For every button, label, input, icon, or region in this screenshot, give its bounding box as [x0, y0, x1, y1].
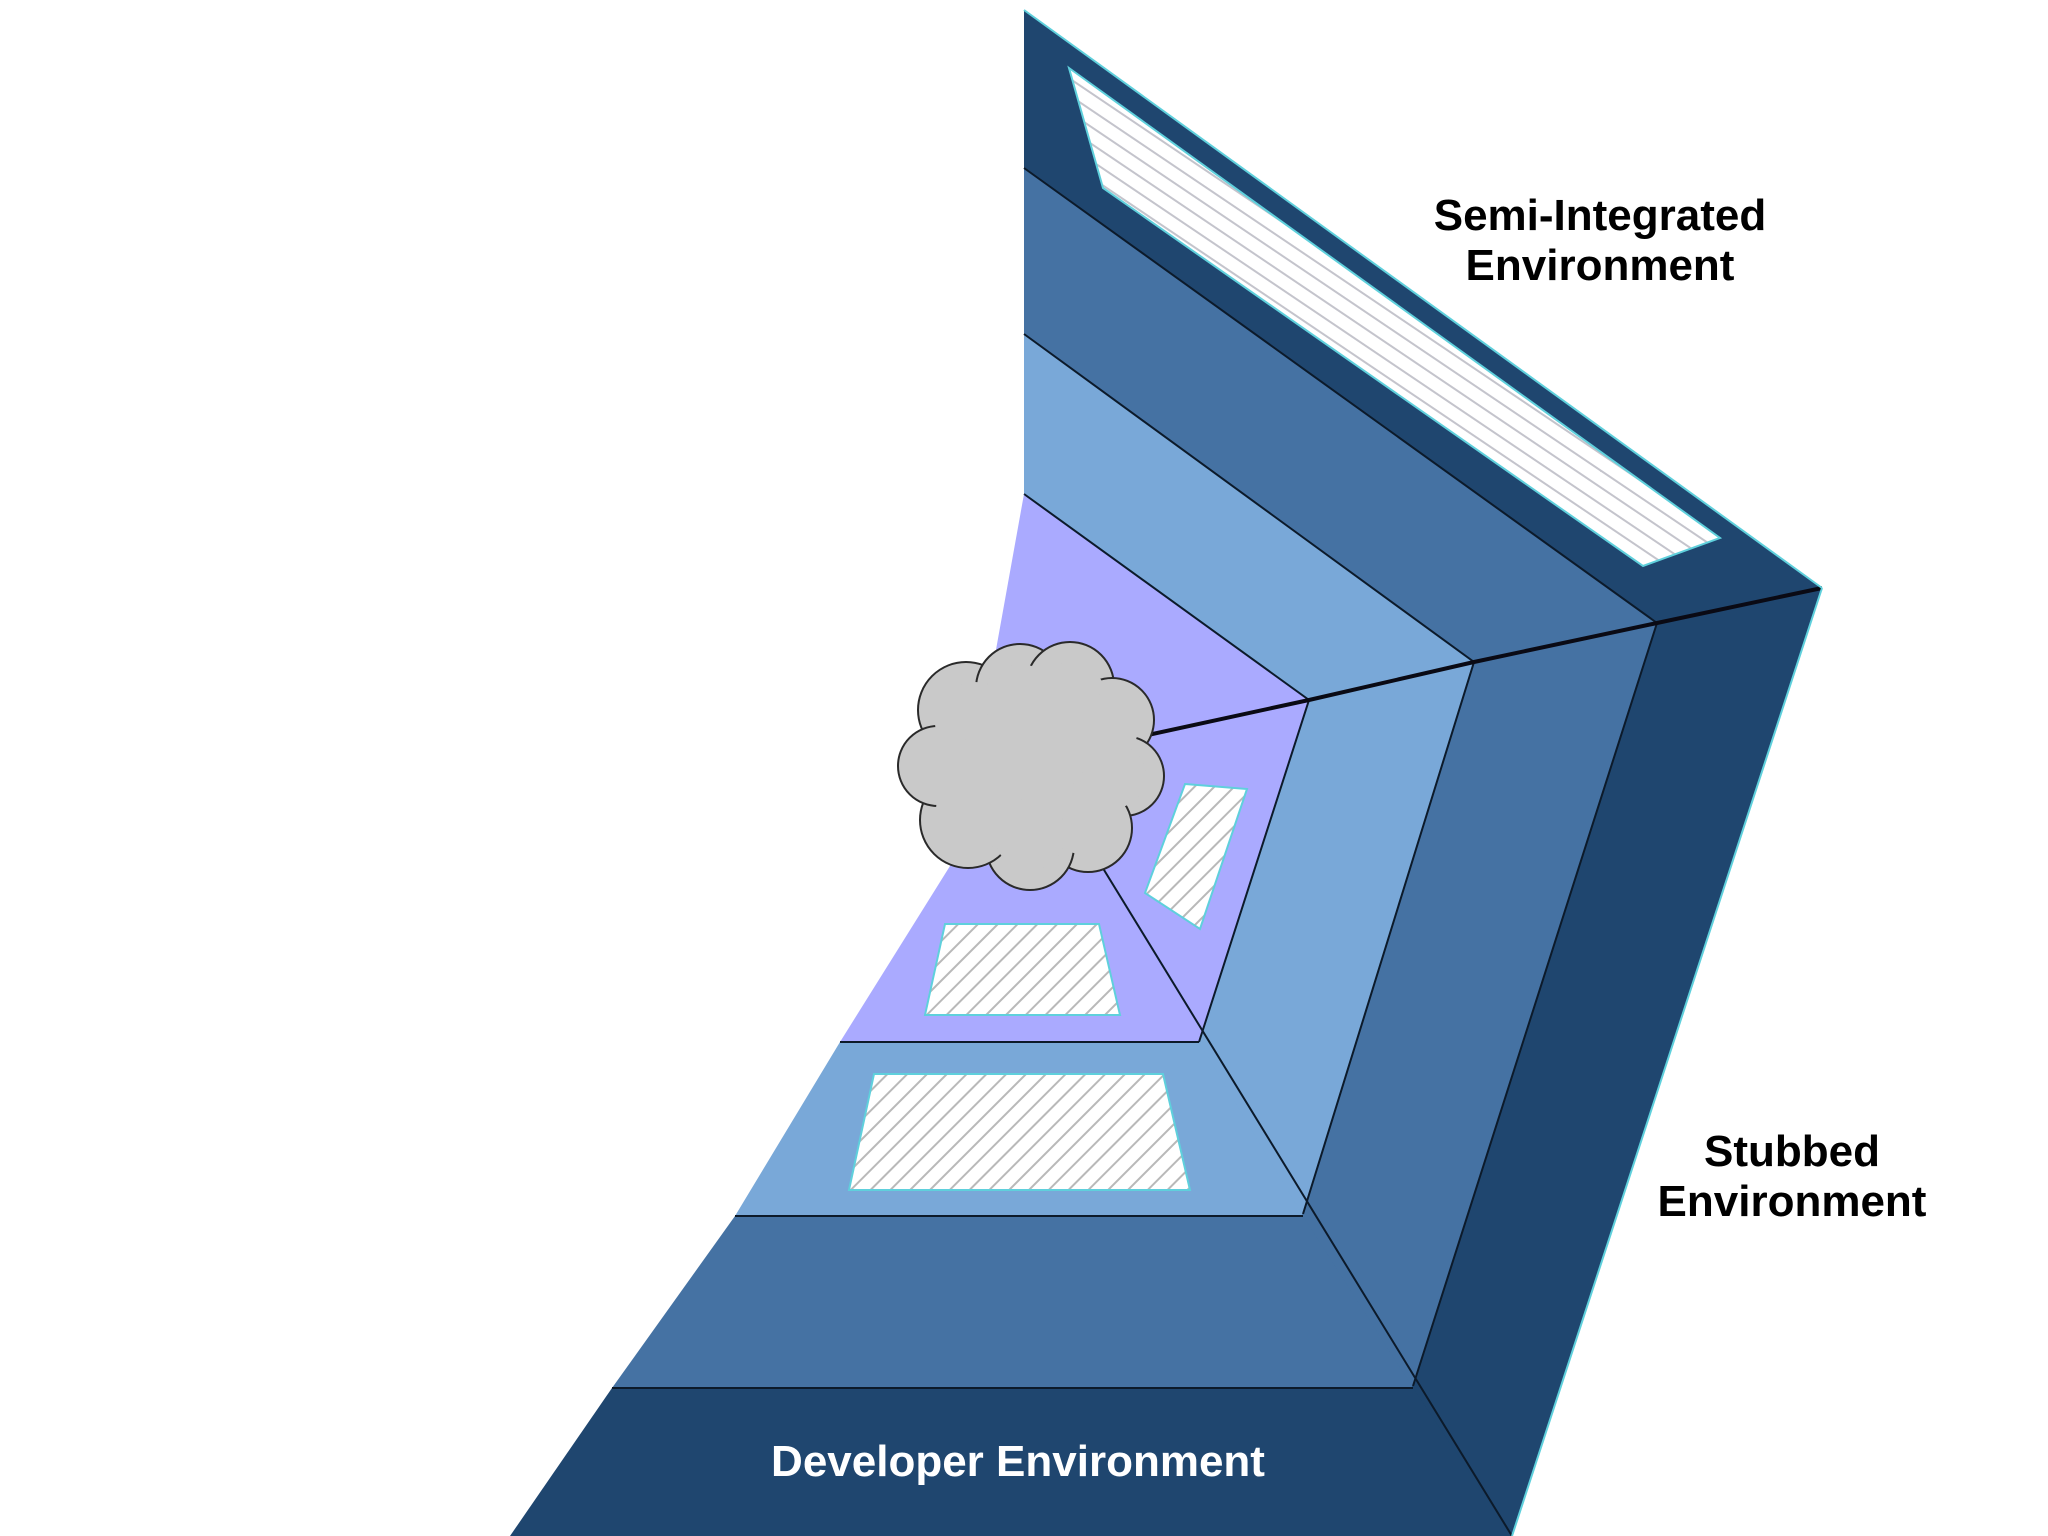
pyramid-edge-lines [612, 833, 1513, 1536]
cloud-fill-overlay [916, 662, 1146, 870]
label-stubbed-line1: Stubbed [1704, 1127, 1880, 1176]
right-edge-highlight [1511, 587, 1823, 1536]
label-stubbed-line2: Environment [1658, 1177, 1927, 1226]
hatched-card-middle [923, 923, 1122, 1016]
hatched-card-top-panel [1067, 65, 1723, 568]
stubbed-layer [612, 1216, 1413, 1388]
hatched-card-small-tilted [1143, 782, 1249, 931]
label-semi-integrated-line1: Semi-Integrated [1434, 191, 1767, 240]
ridge-line [1124, 586, 1823, 742]
hatched-card-bottom [847, 1073, 1192, 1191]
label-developer-environment: Developer Environment [771, 1437, 1265, 1486]
developer-layer [510, 1388, 1512, 1536]
label-semi-integrated-line2: Environment [1466, 241, 1735, 290]
top-edge-highlight [1023, 9, 1823, 589]
